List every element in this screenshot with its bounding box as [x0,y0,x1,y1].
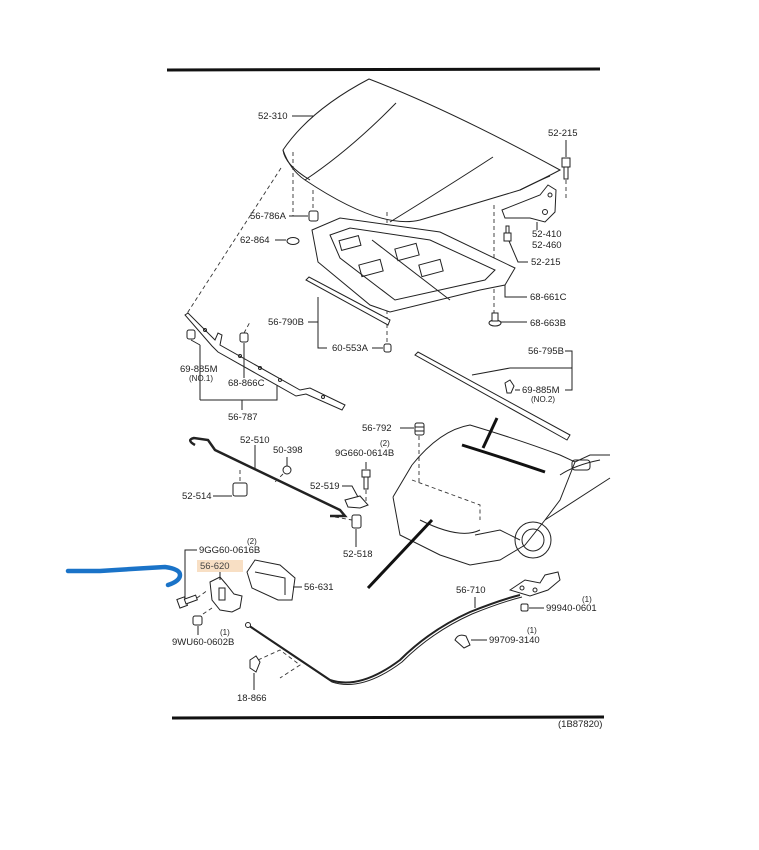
label-56-790B: 56-790B [268,317,304,328]
clip-68-663B[interactable] [488,312,502,327]
label-50-398: 50-398 [273,445,303,456]
label-99709-qty: (1) [527,626,537,635]
pointer-arrow-latch [366,518,434,590]
grommet-50-398[interactable] [282,465,292,475]
label-56-792: 56-792 [362,423,392,434]
hood-hinge[interactable] [501,184,557,223]
rod-holder-52-514[interactable] [232,482,248,497]
bolt-52-215-hinge[interactable] [503,225,512,242]
label-56-620[interactable]: 56-620 [200,561,230,572]
label-56-795B: 56-795B [528,346,564,357]
hood-panel[interactable] [282,78,562,223]
bumper-56-786A[interactable] [308,210,319,222]
hood-latch-56-620[interactable] [209,576,243,613]
clip-99709-3140[interactable] [454,634,471,649]
label-99940-0601: 99940-0601 [546,603,597,614]
bolt-9GG60-0616B[interactable] [176,594,198,609]
prop-rod-52-510[interactable] [189,436,348,518]
label-9GG60-qty: (2) [247,537,257,546]
label-9G660-qty: (2) [380,439,390,448]
plug-62-864[interactable] [286,237,300,245]
seal-56-795B[interactable] [414,351,571,441]
label-52-460: 52-460 [532,240,562,251]
label-68-661C: 68-661C [530,292,567,303]
bottom-rule [171,715,605,720]
label-no2: (NO.2) [531,395,555,404]
bolt-9G660-0614B[interactable] [361,469,371,490]
label-99709-3140: 99709-3140 [489,635,540,646]
label-52-519: 52-519 [310,481,340,492]
label-52-514: 52-514 [182,491,212,502]
label-68-663B: 68-663B [530,318,566,329]
latch-cover-56-631[interactable] [246,559,296,601]
clip-60-553A[interactable] [383,343,392,353]
highlight-56-620 [197,560,243,572]
label-60-553A: 60-553A [332,343,369,354]
weatherstrip-56-787[interactable] [184,312,346,411]
clip-69-885M-no1[interactable] [186,329,196,340]
label-9WU60-qty: (1) [220,628,230,637]
label-56-631: 56-631 [304,582,334,593]
label-56-787: 56-787 [228,412,258,423]
bolt-52-215-top[interactable] [561,157,571,180]
label-52-310: 52-310 [258,111,288,122]
label-9WU60-0602B: 9WU60-0602B [172,637,234,648]
label-18-866: 18-866 [237,693,267,704]
label-52-510: 52-510 [240,435,270,446]
annotation-pointer-marker [65,564,183,588]
label-9GG60-0616B: 9GG60-0616B [199,545,260,556]
label-68-866C: 68-866C [228,378,265,389]
bumper-stop-56-792[interactable] [414,422,425,436]
label-no1: (NO.1) [189,374,213,383]
reference-code: (1B87820) [558,719,602,730]
release-lever[interactable] [508,571,561,597]
label-69-885M-no1: 69-885M [180,364,218,375]
label-69-885M-no2: 69-885M [522,385,560,396]
vehicle-front-illustration [392,424,611,566]
clip-68-866C[interactable] [239,332,249,343]
label-52-410: 52-410 [532,229,562,240]
hood-insulator[interactable] [311,217,516,313]
label-62-864: 62-864 [240,235,270,246]
seal-56-790B[interactable] [305,276,391,326]
latch-bracket-52-519[interactable] [344,495,369,509]
label-9G660-0614B: 9G660-0614B [335,448,394,459]
clip-69-885M-no2[interactable] [504,379,515,394]
label-52-215-top: 52-215 [548,128,578,139]
clamp-18-866[interactable] [249,655,261,673]
pointer-arrow-rear-seal [481,417,499,449]
label-52-518: 52-518 [343,549,373,560]
top-rule [166,67,601,72]
label-52-215-hinge: 52-215 [531,257,561,268]
catch-52-518[interactable] [351,514,362,529]
release-cable-56-710[interactable] [245,594,523,685]
bolt-99940-0601[interactable] [520,603,529,612]
label-56-710: 56-710 [456,585,486,596]
nut-9WU60-0602B[interactable] [192,615,203,626]
cowl-seal-stroke [461,443,546,474]
label-56-786A: 56-786A [250,211,287,222]
label-99940-qty: (1) [582,595,592,604]
